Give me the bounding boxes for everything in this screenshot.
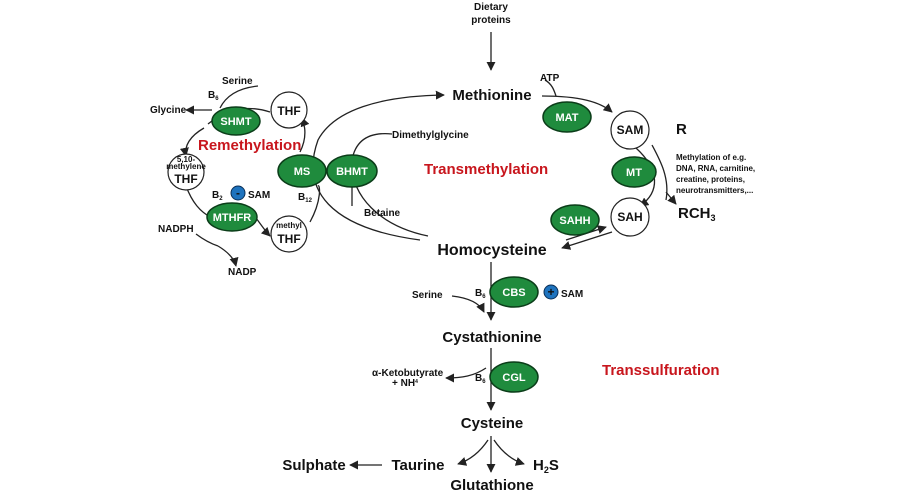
methyl-thf-node xyxy=(270,215,308,253)
plus-modifier-icon xyxy=(543,284,559,300)
enzyme-sahh xyxy=(550,204,600,236)
glycine-label: Glycine xyxy=(150,105,187,116)
arrow-remethylation-arc xyxy=(312,90,445,241)
enzyme-mt-label: MT xyxy=(626,167,642,179)
methylene-line-2: methylene xyxy=(166,162,206,171)
enzyme-mthfr xyxy=(206,202,258,232)
sam-node-label: SAM xyxy=(617,123,644,137)
remethylation-region-label: Remethylation xyxy=(198,137,301,154)
transsulfuration-region-label: Transsulfuration xyxy=(602,362,720,379)
arrow-sah-to-homocysteine xyxy=(561,231,613,250)
enzyme-cbs-label: CBS xyxy=(502,287,525,299)
b2-label: B2 xyxy=(212,190,223,202)
arrow-atp-input xyxy=(544,79,557,97)
enzyme-mat xyxy=(542,101,592,133)
enzyme-mt xyxy=(611,156,657,188)
sam-node xyxy=(610,110,650,150)
b6-cbs-label: B6 xyxy=(475,288,486,300)
transmethylation-region-label: Transmethylation xyxy=(424,161,548,178)
betaine-label: Betaine xyxy=(364,208,401,219)
rch3-label: RCH3 xyxy=(678,205,716,223)
ketobutyrate-line-2: + NH4 xyxy=(392,378,418,389)
homocysteine-label: Homocysteine xyxy=(437,242,546,259)
arrow-to-rch3 xyxy=(665,191,677,205)
cysteine-label: Cysteine xyxy=(461,415,524,432)
enzyme-sahh-label: SAHH xyxy=(559,215,590,227)
arrow-nadph-input xyxy=(195,233,219,247)
thf-node-label: THF xyxy=(277,104,300,118)
sulphate-label: Sulphate xyxy=(282,457,345,474)
methylene-line-1: 5,10- xyxy=(177,155,196,164)
methylation-line-2: DNA, RNA, carnitine, xyxy=(676,164,755,173)
arrow-r-branch xyxy=(651,144,668,201)
methylation-line-3: creatine, proteins, xyxy=(676,175,745,184)
arrow-mthfr-to-methyl xyxy=(255,217,271,237)
dimethylglycine-label: Dimethylglycine xyxy=(392,130,469,141)
serine-top-label: Serine xyxy=(222,76,253,87)
enzyme-mthfr-label: MTHFR xyxy=(213,212,252,224)
atp-label: ATP xyxy=(540,73,560,84)
pathway-arrows xyxy=(179,32,677,473)
thf-node xyxy=(270,91,308,129)
methyl-line-1: methyl xyxy=(276,221,302,230)
sam-inhibitor-label: SAM xyxy=(248,190,270,201)
nadp-label: NADP xyxy=(228,267,257,278)
methylation-line-1: Methylation of e.g. xyxy=(676,153,746,162)
taurine-label: Taurine xyxy=(391,457,444,474)
arrow-methyl-to-ms xyxy=(309,185,321,223)
enzyme-cgl-label: CGL xyxy=(502,372,526,384)
arrow-serine-input xyxy=(451,295,485,313)
methylene-thf-label: THF xyxy=(174,172,197,186)
enzyme-bhmt-label: BHMT xyxy=(336,166,368,178)
plus-sign: + xyxy=(547,285,554,299)
minus-sign: - xyxy=(236,186,240,200)
nadph-label: NADPH xyxy=(158,224,194,235)
enzyme-cbs xyxy=(489,276,539,308)
arrow-serine-top xyxy=(219,85,259,109)
sam-activator-label: SAM xyxy=(561,289,583,300)
arrow-cysteine-to-h2s xyxy=(493,439,525,466)
r-label: R xyxy=(676,121,687,138)
methyl-thf-label: THF xyxy=(277,232,300,246)
methionine-label: Methionine xyxy=(452,87,531,104)
arrow-methionine-to-sam xyxy=(541,95,613,113)
methylation-line-4: neurotransmitters,... xyxy=(676,186,753,195)
arrow-cysteine-to-taurine xyxy=(457,439,489,466)
b6-cgl-label: B6 xyxy=(475,373,486,385)
h2s-label: H2S xyxy=(533,457,559,475)
enzymes: SHMT MTHFR MS BHMT MAT MT SAHH CBS CGL xyxy=(206,101,657,393)
serine-mid-label: Serine xyxy=(412,290,443,301)
enzyme-shmt xyxy=(211,106,261,136)
methylene-thf-node xyxy=(167,153,205,191)
minus-modifier-icon xyxy=(230,185,246,201)
enzyme-cgl xyxy=(489,361,539,393)
enzyme-mat-label: MAT xyxy=(555,112,578,124)
enzyme-ms xyxy=(277,154,327,188)
arrow-sam-to-sah xyxy=(635,147,656,207)
cystathionine-label: Cystathionine xyxy=(442,329,541,346)
sah-node-label: SAH xyxy=(617,210,642,224)
ketobutyrate-line-1: α-Ketobutyrate xyxy=(372,368,444,379)
dietary-label: Dietary xyxy=(474,2,508,13)
enzyme-shmt-label: SHMT xyxy=(220,116,251,128)
proteins-label: proteins xyxy=(471,15,511,26)
arrow-nadp-output xyxy=(217,245,239,267)
enzyme-ms-label: MS xyxy=(294,166,311,178)
b6-top-label: B6 xyxy=(208,90,219,102)
arrow-ketobutyrate-output xyxy=(445,367,487,383)
glutathione-label: Glutathione xyxy=(450,477,533,492)
enzyme-bhmt xyxy=(326,154,378,188)
sah-node xyxy=(610,197,650,237)
b12-label: B12 xyxy=(298,192,313,204)
